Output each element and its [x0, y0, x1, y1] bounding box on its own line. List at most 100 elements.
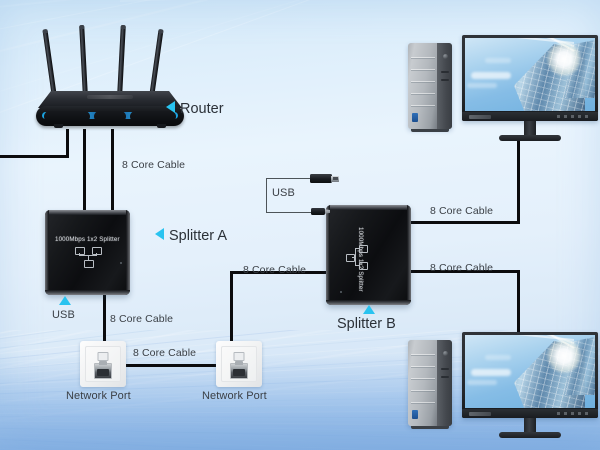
splitter-a-device[interactable]: 1000Mbps 1x2 Splitter [45, 210, 130, 295]
screen-cloud-3 [485, 58, 511, 63]
computer-bottom-power-button[interactable] [443, 351, 448, 356]
splitter-a-icon-stem-2 [96, 253, 97, 256]
network-port-right[interactable] [216, 341, 262, 387]
splitter-a-pointer-icon [155, 228, 164, 240]
cable-router-to-splitter-a-1 [83, 129, 86, 213]
usb-type-a-connector-icon[interactable] [310, 174, 339, 183]
computer-bottom-monitor-stand-neck [524, 418, 536, 434]
network-port-right-label: Network Port [202, 390, 267, 402]
splitter-b-icon-stem-3 [352, 257, 356, 258]
network-port-left-rj45-icon [94, 361, 112, 379]
computer-top-ridge-2 [411, 69, 435, 70]
cable-label-splitter-a-to-wall-port: 8 Core Cable [110, 313, 174, 325]
splitter-b-led [340, 291, 342, 293]
computer-bottom-monitor-buttons[interactable] [557, 412, 591, 415]
screen-cloud-5 [467, 380, 497, 385]
computer-top-port-2 [441, 79, 449, 81]
router-vent-center [94, 110, 126, 122]
splitter-a-edge-right [126, 210, 130, 295]
computer-top-port-1 [441, 71, 449, 73]
computer-bottom-ridge-2 [411, 366, 435, 367]
cable-splitter-b-to-pc-bottom-v [517, 270, 520, 332]
computer-bottom-port-2 [441, 376, 449, 378]
computer-top-monitor-stand-base [499, 135, 561, 141]
cable-wall-port-right-vertical [230, 271, 233, 365]
usb-micro-connector-icon[interactable] [311, 208, 330, 215]
computer-bottom-ridge-3 [411, 378, 435, 379]
splitter-a-body-text: 1000Mbps 1x2 Splitter [55, 236, 120, 243]
cable-wall-port-to-splitter-b [230, 271, 330, 274]
usb-cable-path [266, 178, 327, 213]
splitter-b-icon-stem-2 [355, 265, 359, 266]
computer-top-monitor-stand-neck [524, 121, 536, 137]
computer-top-ridge-3 [411, 81, 435, 82]
computer-top-tower-foot [411, 129, 449, 132]
splitter-b-icon-port-1 [359, 245, 368, 253]
computer-bottom-monitor-brand [469, 411, 491, 416]
cable-label-splitter-b-to-pc-bottom: 8 Core Cable [430, 262, 494, 274]
splitter-b-device[interactable]: 1000Mbps 1x2 Splitter [326, 205, 411, 305]
cable-label-splitter-b-to-pc-top: 8 Core Cable [430, 205, 494, 217]
computer-top-monitor-buttons[interactable] [557, 115, 591, 118]
cable-label-wall-port-to-wall-port: 8 Core Cable [133, 347, 197, 359]
computer-bottom[interactable] [408, 332, 598, 442]
splitter-b-icon-port-3 [346, 254, 355, 262]
computer-top-monitor-screen [465, 38, 595, 111]
computer-bottom-brand-logo [412, 410, 418, 419]
network-port-left-label: Network Port [66, 390, 131, 402]
screen-cloud-1 [471, 72, 511, 79]
computer-top-brand-logo [412, 113, 418, 122]
computer-top-monitor [462, 35, 598, 145]
computer-bottom-port-1 [441, 368, 449, 370]
router-foot-right [157, 124, 166, 128]
router-pointer-icon [166, 101, 175, 113]
computer-top-ridge-1 [411, 57, 435, 58]
splitter-b-edge-right [407, 205, 411, 305]
computer-bottom-monitor-screen [465, 335, 595, 408]
router-front-panel [36, 106, 184, 126]
cable-router-to-splitter-a-2 [111, 129, 114, 213]
network-port-left[interactable] [80, 341, 126, 387]
computer-top-tower [408, 43, 452, 129]
cable-wall-port-to-wall-port [122, 364, 230, 367]
splitter-a-icon-port-1 [75, 247, 85, 255]
splitter-b-label: Splitter B [337, 316, 396, 332]
splitter-b-icon-stem-1 [355, 248, 359, 249]
cable-splitter-b-to-pc-bottom-h [409, 270, 520, 273]
computer-top-monitor-bezel [462, 35, 598, 121]
computer-top-ridge-4 [411, 93, 435, 94]
cable-label-wall-port-to-splitter-b: 8 Core Cable [243, 264, 307, 276]
network-port-right-symbol-icon [233, 352, 245, 361]
splitter-a-icon-stem-1 [79, 253, 80, 256]
network-port-right-rj45-icon [230, 361, 248, 379]
network-port-left-symbol-icon [97, 352, 109, 361]
router-label: Router [180, 101, 224, 117]
splitter-b-pointer-icon [363, 305, 375, 314]
computer-bottom-ridge-1 [411, 354, 435, 355]
router-body [36, 91, 184, 129]
splitter-a-icon-port-3 [84, 260, 94, 268]
computer-bottom-tower-foot [411, 426, 449, 429]
computer-top[interactable] [408, 35, 598, 145]
cable-splitter-a-to-wall-port [103, 295, 106, 345]
screen-sun-glare-2 [546, 337, 582, 374]
screen-cloud-6 [485, 355, 511, 360]
splitter-a-port-icon [75, 247, 102, 268]
computer-bottom-tower-side [437, 340, 452, 426]
computer-bottom-ridge-4 [411, 390, 435, 391]
splitter-a-usb-label: USB [52, 309, 75, 321]
computer-bottom-monitor-stand-base [499, 432, 561, 438]
router-device[interactable] [36, 24, 184, 131]
splitter-a-edge-left [45, 210, 49, 295]
cable-router-left-vertical [66, 129, 69, 157]
computer-top-tower-side [437, 43, 452, 129]
cable-splitter-b-to-pc-top-v [517, 140, 520, 224]
computer-top-monitor-brand [469, 114, 491, 119]
screen-cloud-4 [471, 369, 511, 376]
router-vent-right [130, 110, 176, 122]
computer-top-power-button[interactable] [443, 54, 448, 59]
router-foot-left [54, 124, 63, 128]
splitter-a-led [120, 262, 122, 264]
screen-cloud-2 [467, 83, 497, 88]
